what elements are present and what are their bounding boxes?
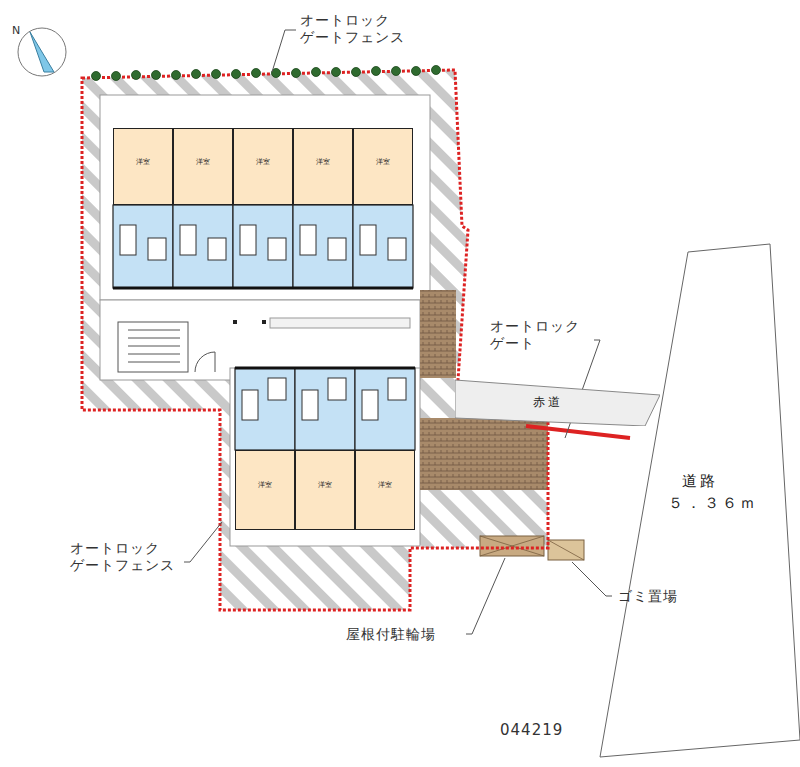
room-box: 洋室 — [235, 450, 295, 530]
room-box: 洋室 — [295, 450, 355, 530]
room-label: 洋室 — [196, 157, 210, 167]
room-box: 洋室 — [353, 128, 413, 205]
callout-label: ゴミ置場 — [618, 588, 698, 605]
room-box: 洋室 — [355, 450, 415, 530]
area-label: ５．３６ｍ — [668, 494, 758, 513]
area-band: 赤道 — [455, 378, 660, 426]
room-label: 洋室 — [136, 157, 150, 167]
room-label: 洋室 — [376, 157, 390, 167]
room-label: 洋室 — [258, 480, 272, 490]
callout-label: オートロック ゲートフェンス — [300, 12, 415, 46]
area-label: 道路 — [682, 472, 718, 491]
area-label: 赤道 — [533, 394, 563, 411]
callout-label: 屋根付駐輪場 — [346, 626, 466, 643]
room-label: 洋室 — [318, 480, 332, 490]
area-shape — [455, 380, 660, 426]
area-band: 道路 ５．３６ｍ — [598, 240, 800, 760]
callout-label: オートロック ゲート — [490, 318, 600, 352]
room-label: 洋室 — [378, 480, 392, 490]
room-box: 洋室 — [173, 128, 233, 205]
callout-label: オートロック ゲートフェンス — [70, 540, 185, 574]
room-box: 洋室 — [293, 128, 353, 205]
id-number: 044219 — [500, 722, 580, 739]
room-label: 洋室 — [256, 157, 270, 167]
room-label: 洋室 — [316, 157, 330, 167]
room-box: 洋室 — [233, 128, 293, 205]
room-box: 洋室 — [113, 128, 173, 205]
compass-letter: N — [12, 22, 32, 39]
area-shape — [600, 244, 800, 757]
